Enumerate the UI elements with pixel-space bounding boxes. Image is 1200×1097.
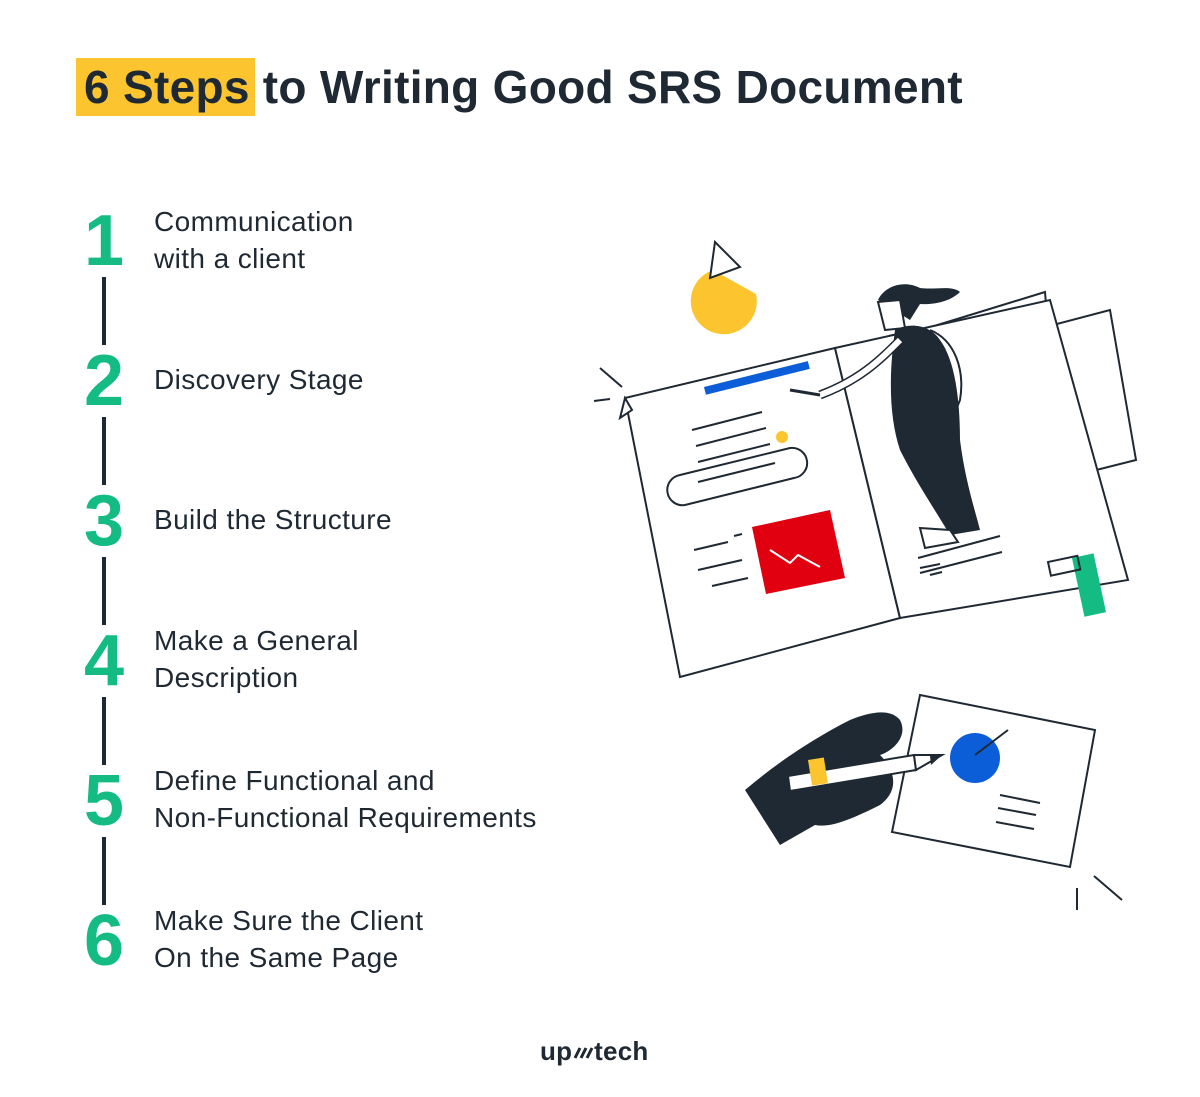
step-label: Communication with a client [154, 206, 354, 274]
woman-body-icon [890, 325, 980, 535]
step-number: 4 [76, 625, 132, 697]
step-label: Discovery Stage [154, 364, 364, 395]
chart-card-icon [752, 510, 845, 594]
step-label: Define Functional and Non-Functional Req… [154, 765, 537, 833]
logo-mark-icon [573, 1047, 594, 1059]
sparkle-icon [599, 367, 623, 388]
woman-document-illustration [593, 239, 1138, 679]
step-number: 6 [76, 905, 132, 977]
step-number: 2 [76, 345, 132, 417]
step-label: Make Sure the Client On the Same Page [154, 905, 424, 973]
pie-shape-icon [690, 270, 757, 335]
step-number: 1 [76, 205, 132, 277]
title-highlight [76, 58, 255, 116]
timeline-line [102, 262, 106, 922]
hand-pencil-illustration [745, 693, 1123, 910]
step-label: Build the Structure [154, 504, 392, 535]
step-number: 5 [76, 765, 132, 837]
step-label: Make a General Description [154, 625, 359, 693]
step-number: 3 [76, 485, 132, 557]
page-title: 6 Steps to Writing Good SRS Document [84, 61, 963, 113]
